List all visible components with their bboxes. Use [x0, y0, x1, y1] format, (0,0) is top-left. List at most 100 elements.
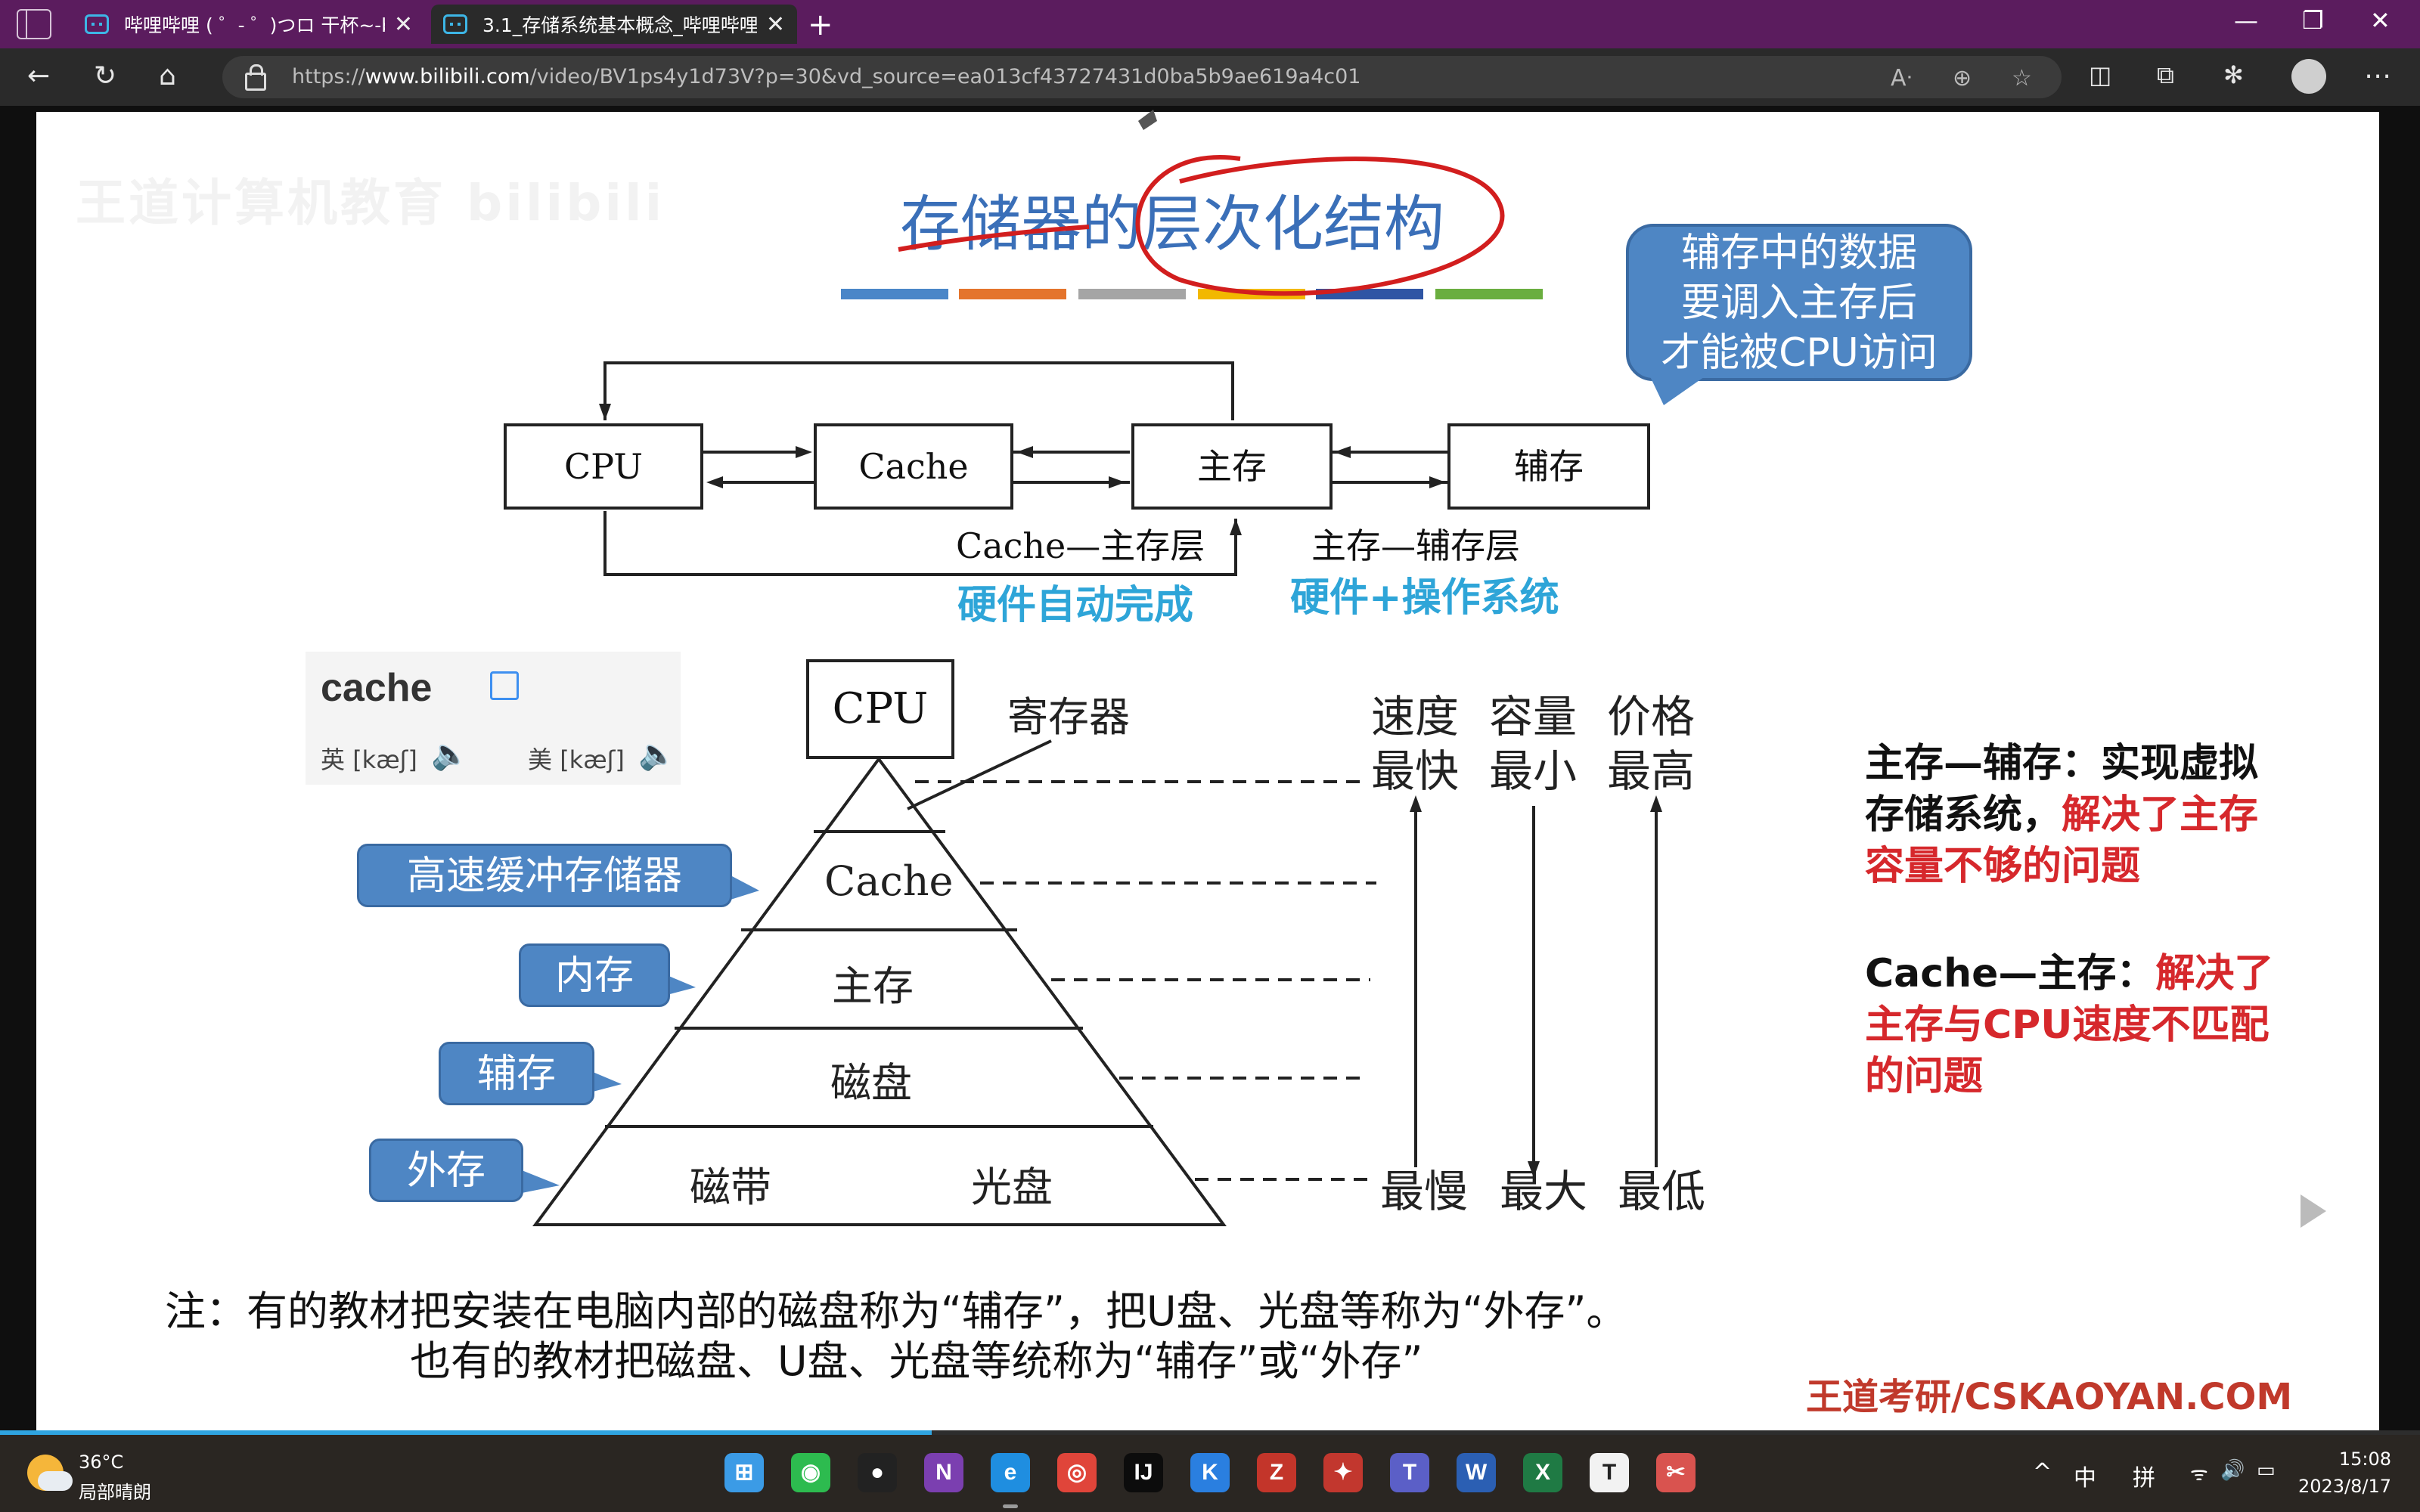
pyramid-level-optical: 光盘 — [971, 1163, 1053, 1211]
restore-button[interactable]: ❐ — [2302, 6, 2324, 35]
loop-line-top — [603, 361, 1234, 420]
flow-box-secondary-storage: 辅存 — [1447, 423, 1650, 510]
hardware-auto-note: 硬件自动完成 — [957, 583, 1194, 628]
weather-temperature[interactable]: 36°C — [79, 1452, 124, 1473]
close-window-button[interactable]: ✕ — [2370, 6, 2391, 35]
main-secondary-layer-label: 主存—辅存层 — [1311, 525, 1520, 566]
favorite-star-icon[interactable]: ☆ — [2012, 65, 2032, 91]
add-to-wordbook-icon[interactable] — [490, 671, 519, 700]
tab-title: 哔哩哔哩 ( ゜- ゜)つロ 干杯~-bilibili — [124, 14, 385, 36]
qq-app-icon[interactable]: ● — [858, 1453, 897, 1492]
flow-box-cache: Cache — [814, 423, 1013, 510]
onenote-app-icon[interactable]: N — [924, 1453, 963, 1492]
jetbrains-app-icon[interactable]: IJ — [1124, 1453, 1163, 1492]
price-column-bottom: 最低 — [1617, 1166, 1705, 1217]
dictionary-popup: cache 英 [kæʃ] 🔈 美 [kæʃ] 🔈 — [306, 652, 681, 785]
new-tab-button[interactable]: + — [808, 8, 833, 42]
chrome-app-icon[interactable]: ◎ — [1057, 1453, 1097, 1492]
volume-icon[interactable]: 🔊 — [2220, 1459, 2245, 1482]
color-bar — [1435, 289, 1543, 299]
clock-time[interactable]: 15:08 — [2338, 1448, 2391, 1470]
uk-speaker-icon[interactable]: 🔈 — [431, 737, 469, 772]
wifi-icon[interactable]: ᯤ — [2190, 1463, 2208, 1486]
profile-avatar[interactable] — [2291, 59, 2326, 94]
pyramid-cpu-box: CPU — [806, 659, 954, 759]
dictionary-word: cache — [321, 666, 433, 710]
footnote-line2: 也有的教材把磁盘、U盘、光盘等统称为“辅存”或“外存” — [410, 1337, 1423, 1385]
back-icon[interactable]: ← — [27, 60, 51, 91]
home-icon[interactable]: ⌂ — [159, 60, 176, 91]
bilibili-icon — [85, 14, 109, 34]
callout-tail — [1649, 373, 1709, 405]
capacity-column-bottom: 最大 — [1499, 1166, 1587, 1217]
extensions-icon[interactable]: ✻ — [2223, 60, 2244, 89]
edge-app-icon[interactable]: e — [991, 1453, 1030, 1492]
active-app-indicator — [1003, 1504, 1018, 1508]
callout-line: 辅存中的数据 — [1680, 231, 1917, 276]
refresh-icon[interactable]: ↻ — [94, 60, 117, 91]
play-button[interactable] — [2266, 1172, 2356, 1250]
tab-title: 3.1_存储系统基本概念_哔哩哔哩_bilibili — [482, 14, 757, 36]
zoom-icon[interactable]: ⊕ — [1953, 65, 1972, 91]
ime-mode-indicator[interactable]: 中 — [2074, 1465, 2096, 1492]
pyramid-level-disk: 磁盘 — [830, 1059, 912, 1107]
flow-box-main-memory: 主存 — [1131, 423, 1333, 510]
ime-pinyin-indicator[interactable]: 拼 — [2133, 1465, 2155, 1492]
callout-line: 要调入主存后 — [1680, 280, 1917, 326]
pyramid-level-cache: Cache — [824, 857, 954, 905]
footnote-line1: 注：有的教材把安装在电脑内部的磁盘称为“辅存”，把U盘、光盘等称为“外存”。 — [165, 1287, 1627, 1335]
tray-chevron-icon[interactable]: ^ — [2033, 1459, 2052, 1486]
tag-cache-memory: 高速缓冲存储器 — [357, 844, 732, 907]
kugou-app-icon[interactable]: K — [1190, 1453, 1230, 1492]
weather-description[interactable]: 局部晴朗 — [79, 1482, 151, 1503]
pen-cursor-icon — [1138, 110, 1157, 130]
color-bar — [841, 289, 948, 299]
cache-main-layer-label: Cache—主存层 — [956, 525, 1205, 566]
typora-app-icon[interactable]: T — [1590, 1453, 1629, 1492]
wechat-app-icon[interactable]: ◉ — [791, 1453, 830, 1492]
tab-actions-icon[interactable] — [17, 9, 51, 39]
close-tab-icon[interactable]: ✕ — [765, 11, 785, 38]
tag-external-storage: 外存 — [369, 1139, 523, 1202]
note-cache-speed: Cache—主存：解决了主存与CPU速度不匹配的问题 — [1865, 951, 2274, 1099]
pyramid-level-tape: 磁带 — [690, 1163, 771, 1211]
read-aloud-icon[interactable]: Aᐧ — [1891, 65, 1913, 91]
video-progress-fill — [0, 1430, 932, 1435]
split-screen-icon[interactable]: ◫ — [2089, 60, 2112, 89]
tab-bilibili-home[interactable]: 哔哩哔哩 ( ゜- ゜)つロ 干杯~-bilibili ✕ — [73, 5, 425, 44]
snipping-app-icon[interactable]: ✂ — [1656, 1453, 1696, 1492]
teams-app-icon[interactable]: T — [1390, 1453, 1429, 1492]
minimize-button[interactable]: — — [2234, 6, 2258, 35]
word-app-icon[interactable]: W — [1457, 1453, 1496, 1492]
clock-date[interactable]: 2023/8/17 — [2297, 1476, 2391, 1497]
collections-icon[interactable]: ⧉ — [2157, 60, 2174, 89]
more-menu-icon[interactable]: ⋯ — [2364, 60, 2391, 91]
bilibili-icon — [443, 14, 467, 34]
battery-icon[interactable]: ▭ — [2257, 1459, 2276, 1482]
pen-circle-stroke — [1135, 155, 1505, 296]
watermark-text: 王道计算机教育 bilibili — [76, 174, 666, 232]
speed-column-head: 速度最快 — [1370, 691, 1459, 797]
loop-line-bottom — [603, 511, 1237, 576]
secondary-storage-callout: 辅存中的数据 要调入主存后 才能被CPU访问 — [1626, 224, 1972, 381]
lock-icon[interactable] — [245, 64, 266, 91]
us-speaker-icon[interactable]: 🔈 — [638, 737, 676, 772]
filezilla-app-icon[interactable]: Z — [1257, 1453, 1296, 1492]
note-virtual-storage: 主存—辅存：实现虚拟存储系统，解决了主存容量不够的问题 — [1865, 741, 2259, 889]
tag-secondary-storage: 辅存 — [439, 1042, 594, 1105]
hardware-os-note: 硬件+操作系统 — [1290, 575, 1559, 621]
excel-app-icon[interactable]: X — [1523, 1453, 1562, 1492]
speed-column-bottom: 最慢 — [1379, 1166, 1468, 1217]
url-text[interactable]: https://www.bilibili.com/video/BV1ps4y1d… — [292, 65, 1361, 88]
address-bar[interactable]: https://www.bilibili.com/video/BV1ps4y1d… — [222, 56, 2062, 98]
close-tab-icon[interactable]: ✕ — [393, 11, 413, 38]
video-progress-bar[interactable] — [0, 1430, 2420, 1435]
weather-sun-cloud-icon[interactable] — [27, 1455, 73, 1491]
pin-app-app-icon[interactable]: ✦ — [1323, 1453, 1363, 1492]
start-app-icon[interactable]: ⊞ — [724, 1453, 764, 1492]
color-bar — [1078, 289, 1186, 299]
slide-title: 存储器的层次化结构 — [900, 189, 1444, 259]
uk-phonetic: 英 [kæʃ] — [321, 745, 417, 774]
tab-video[interactable]: 3.1_存储系统基本概念_哔哩哔哩_bilibili ✕ — [431, 5, 797, 44]
